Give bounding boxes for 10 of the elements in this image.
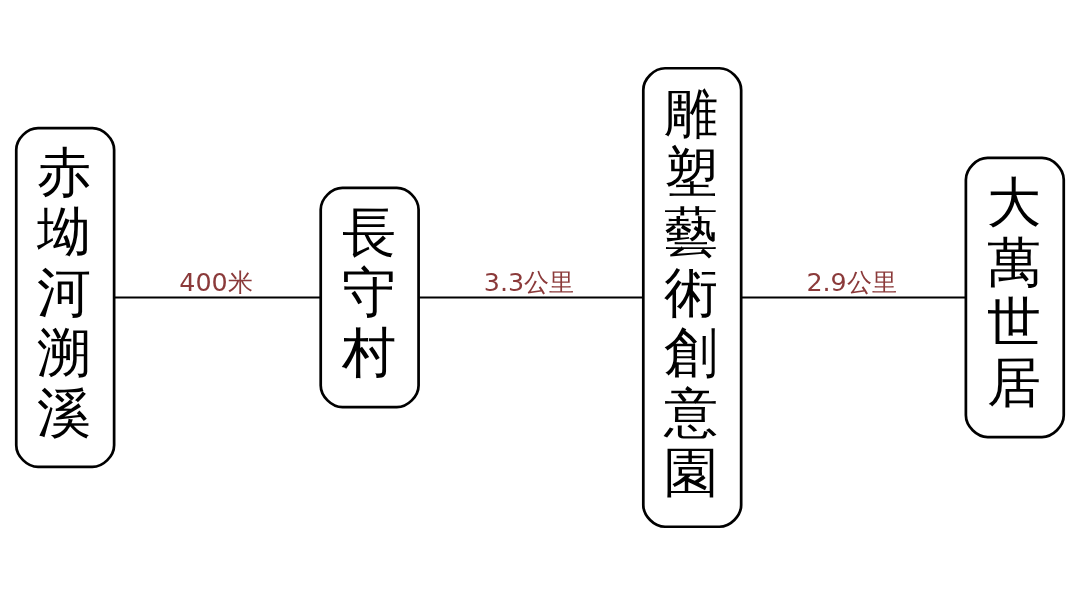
node-box: 赤坳河溯溪 [14,126,116,469]
node-box: 長守村 [319,186,420,409]
edge-label: 3.3公里 [483,266,575,297]
connector [419,296,643,299]
node-box: 大萬世居 [964,156,1066,439]
node-box: 雕塑藝術創意園 [641,66,743,529]
connector [114,296,321,299]
edge-label: 400米 [179,266,253,297]
connector [741,296,966,299]
edge-label: 2.9公里 [806,266,897,297]
